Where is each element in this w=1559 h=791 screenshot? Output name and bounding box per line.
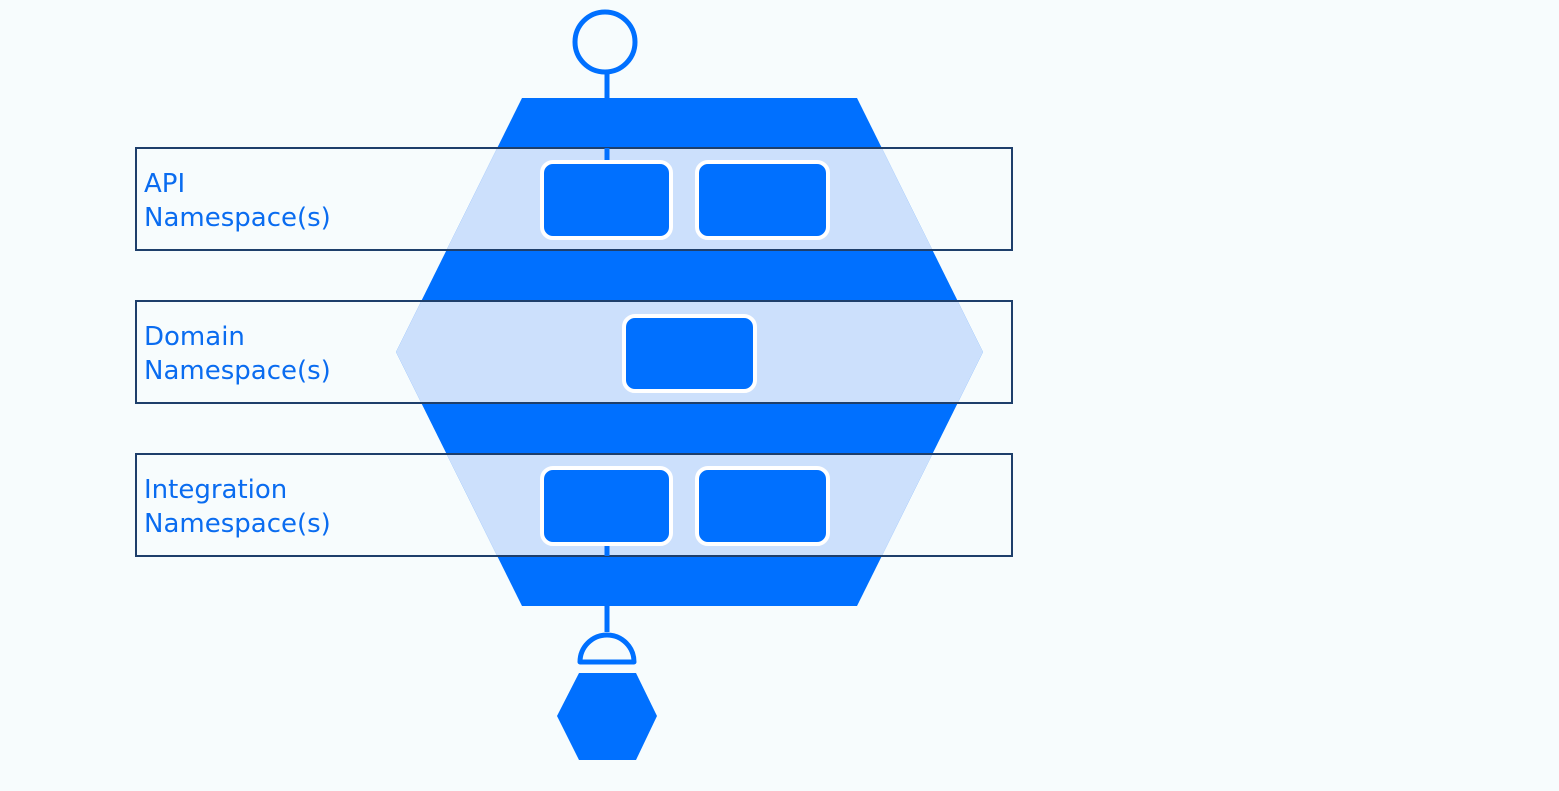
svg-text:API Namespace(s): API Namespace(s) [144,169,331,233]
api-band-fill [396,148,983,250]
integration-band-fill [396,454,983,556]
half-circle-socket-icon [577,632,637,665]
domain-namespace-band [135,300,1013,404]
svg-text:Integration Namespace(s): Integration Namespace(s) [144,475,331,539]
integration-service-box-2 [695,466,830,546]
api-namespace-band [135,147,1013,251]
api-service-box-2 [695,160,830,240]
api-namespace-label-line2: Namespace(s) [144,203,331,233]
api-service-box-1 [540,160,673,240]
integration-service-box-1 [540,466,673,546]
svg-text:Domain Namespace(s): Domain Namespace(s) [144,322,331,386]
domain-namespace-label-line1: Domain [144,322,245,352]
integration-namespace-label-line2: Namespace(s) [144,509,331,539]
api-namespace-label-line1: API [144,169,185,199]
domain-service-box-1 [622,314,757,393]
integration-namespace-label-line1: Integration [144,475,287,505]
domain-namespace-label-line2: Namespace(s) [144,356,331,386]
circle-endpoint-icon [572,9,638,75]
integration-namespace-band [135,453,1013,557]
hexagon-icon [557,673,657,760]
